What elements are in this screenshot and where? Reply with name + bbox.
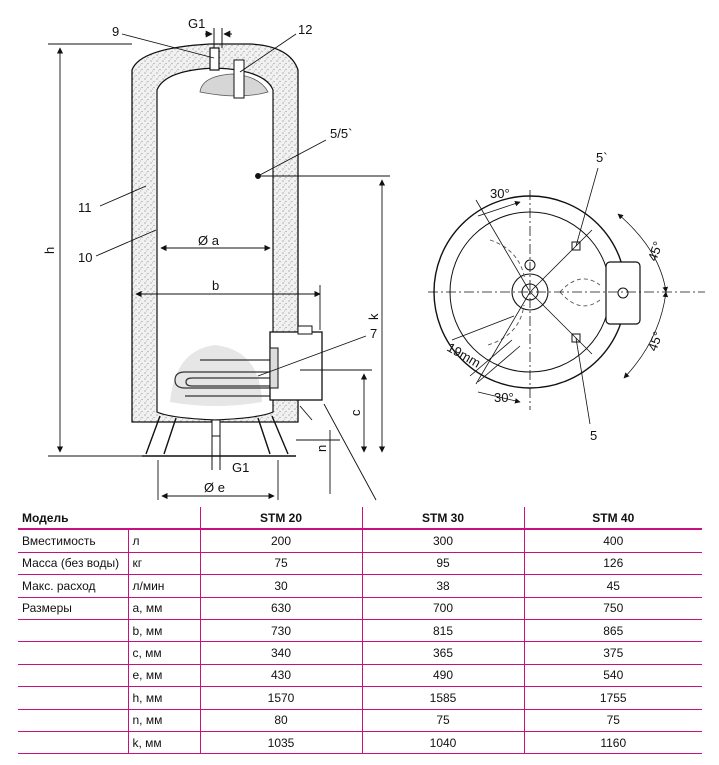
label-30-top: 30° <box>490 186 510 201</box>
row-param <box>18 686 128 710</box>
header-stm30: STM 30 <box>361 507 524 531</box>
row-unit: b, мм <box>127 619 200 643</box>
row-param: Вместимость <box>18 529 128 553</box>
row-param: Макс. расход <box>18 574 128 598</box>
label-9: 9 <box>112 24 119 39</box>
row-value-stm40: 75 <box>523 709 702 732</box>
label-45-bottom: 45° <box>645 329 666 353</box>
row-value-stm40: 375 <box>523 641 702 665</box>
header-stm40: STM 40 <box>523 507 702 531</box>
row-param <box>18 664 128 688</box>
row-value-stm30: 300 <box>361 529 524 553</box>
row-value-stm20: 630 <box>199 597 362 620</box>
row-value-stm30: 38 <box>361 574 524 598</box>
row-unit: k, мм <box>127 731 200 755</box>
label-12: 12 <box>298 22 312 37</box>
row-param <box>18 619 128 643</box>
heating-element <box>174 359 272 397</box>
row-unit: h, мм <box>127 686 200 710</box>
header-units <box>128 507 200 531</box>
row-value-stm30: 95 <box>361 552 524 576</box>
row-value-stm20: 200 <box>199 529 362 553</box>
row-value-stm30: 815 <box>361 619 524 643</box>
row-value-stm30: 1040 <box>361 731 524 755</box>
row-value-stm20: 1035 <box>199 731 362 755</box>
label-7: 7 <box>370 326 377 341</box>
row-value-stm40: 400 <box>523 529 702 553</box>
label-10: 10 <box>78 250 92 265</box>
row-value-stm20: 80 <box>199 709 362 732</box>
technical-drawing: 9 G1 12 5/5` 11 10 h Ø a b k 7 c n G1 Ø … <box>42 16 705 501</box>
table-header-row: Модель STM 20 STM 30 STM 40 <box>18 507 702 531</box>
row-unit: л <box>127 529 200 553</box>
row-param: Размеры <box>18 597 128 620</box>
row-param <box>18 731 128 755</box>
label-30-bottom: 30° <box>494 390 514 405</box>
header-stm20: STM 20 <box>199 507 362 531</box>
row-param <box>18 641 128 665</box>
row-unit: кг <box>127 552 200 576</box>
label-c: c <box>348 409 363 416</box>
row-value-stm30: 1585 <box>361 686 524 710</box>
row-value-stm40: 45 <box>523 574 702 598</box>
row-value-stm30: 75 <box>361 709 524 732</box>
row-value-stm40: 540 <box>523 664 702 688</box>
label-45-top: 45° <box>645 239 666 263</box>
label-dia-e: Ø e <box>204 480 225 495</box>
label-b: b <box>212 278 219 293</box>
row-value-stm40: 750 <box>523 597 702 620</box>
row-value-stm40: 865 <box>523 619 702 643</box>
row-value-stm20: 730 <box>199 619 362 643</box>
label-g1-bottom: G1 <box>232 460 249 475</box>
row-value-stm40: 1160 <box>523 731 702 755</box>
row-unit: a, мм <box>127 597 200 620</box>
sensor-sleeve <box>233 59 245 99</box>
label-11: 11 <box>78 200 92 215</box>
row-value-stm20: 1570 <box>199 686 362 710</box>
row-unit: c, мм <box>127 641 200 665</box>
row-value-stm30: 365 <box>361 641 524 665</box>
row-unit: n, мм <box>127 709 200 732</box>
tank-side-view <box>131 28 323 470</box>
row-param <box>18 709 128 732</box>
tank-legs <box>145 415 289 455</box>
row-value-stm20: 30 <box>199 574 362 598</box>
row-param: Масса (без воды) <box>18 552 128 576</box>
row-unit: e, мм <box>127 664 200 688</box>
label-dia-a: Ø a <box>198 233 220 248</box>
row-value-stm20: 430 <box>199 664 362 688</box>
label-5: 5 <box>590 428 597 443</box>
row-value-stm30: 700 <box>361 597 524 620</box>
inner-vessel <box>156 67 274 421</box>
row-value-stm20: 340 <box>199 641 362 665</box>
header-model: Модель <box>18 507 128 531</box>
label-5-prime: 5` <box>596 150 608 165</box>
label-g1-top: G1 <box>188 16 205 31</box>
row-value-stm30: 490 <box>361 664 524 688</box>
row-value-stm40: 126 <box>523 552 702 576</box>
row-value-stm40: 1755 <box>523 686 702 710</box>
top-outlet-pipe <box>209 47 220 71</box>
label-n: n <box>314 445 329 452</box>
label-k: k <box>366 313 381 320</box>
label-h: h <box>42 247 57 254</box>
label-5-5: 5/5` <box>330 126 352 141</box>
row-value-stm20: 75 <box>199 552 362 576</box>
row-unit: л/мин <box>127 574 200 598</box>
